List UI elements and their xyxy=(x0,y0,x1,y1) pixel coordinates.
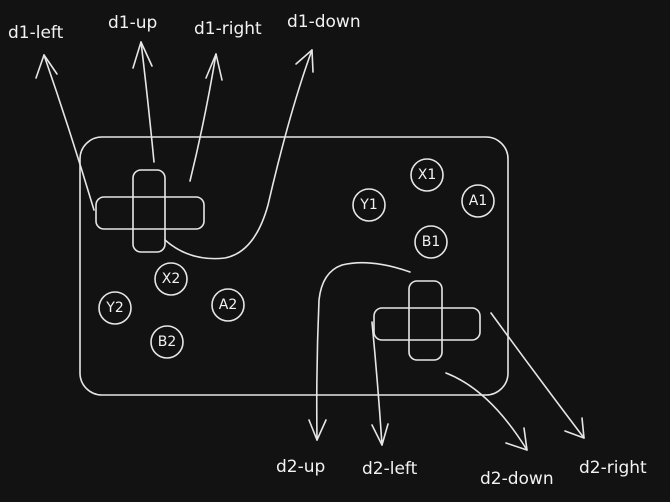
label-d1-up: d1-up xyxy=(108,13,157,33)
button-y1: Y1 xyxy=(352,188,386,222)
arrow-d1-up xyxy=(132,41,155,163)
button-y1-label: Y1 xyxy=(359,197,377,213)
button-a1-label: A1 xyxy=(469,193,487,209)
button-b2-label: B2 xyxy=(158,334,177,350)
button-b1-label: B1 xyxy=(422,234,441,250)
label-d2-right: d2-right xyxy=(579,458,647,478)
button-x1: X1 xyxy=(410,158,444,192)
button-a2-label: A2 xyxy=(219,297,237,313)
dpad-1 xyxy=(95,169,205,253)
label-d1-down: d1-down xyxy=(287,12,361,32)
arrow-d1-left xyxy=(35,54,95,211)
button-b1: B1 xyxy=(414,225,448,259)
dpad-2-horizontal xyxy=(373,307,481,341)
label-d2-left: d2-left xyxy=(362,459,418,479)
label-d2-up: d2-up xyxy=(276,457,325,477)
arrow-d2-down xyxy=(445,372,528,451)
label-d1-right: d1-right xyxy=(194,19,262,39)
button-x2: X2 xyxy=(154,262,188,296)
arrow-d1-down xyxy=(164,49,314,260)
button-y2-label: Y2 xyxy=(105,300,123,316)
label-d1-left: d1-left xyxy=(8,23,64,43)
button-y2: Y2 xyxy=(98,291,132,325)
arrow-d1-right xyxy=(189,53,223,182)
button-b2: B2 xyxy=(150,325,184,359)
dpad-2-vertical xyxy=(408,280,443,361)
arrow-d2-left xyxy=(371,321,389,446)
dpad-2 xyxy=(373,280,481,361)
arrow-d2-up xyxy=(308,261,411,441)
button-a2: A2 xyxy=(211,288,245,322)
arrow-d2-right xyxy=(490,312,585,439)
controller-body xyxy=(79,136,509,396)
dpad-1-horizontal xyxy=(95,196,205,230)
dpad-1-vertical xyxy=(132,169,166,253)
button-a1: A1 xyxy=(461,184,495,218)
label-d2-down: d2-down xyxy=(480,469,554,489)
button-x1-label: X1 xyxy=(418,167,437,183)
button-x2-label: X2 xyxy=(162,271,181,287)
